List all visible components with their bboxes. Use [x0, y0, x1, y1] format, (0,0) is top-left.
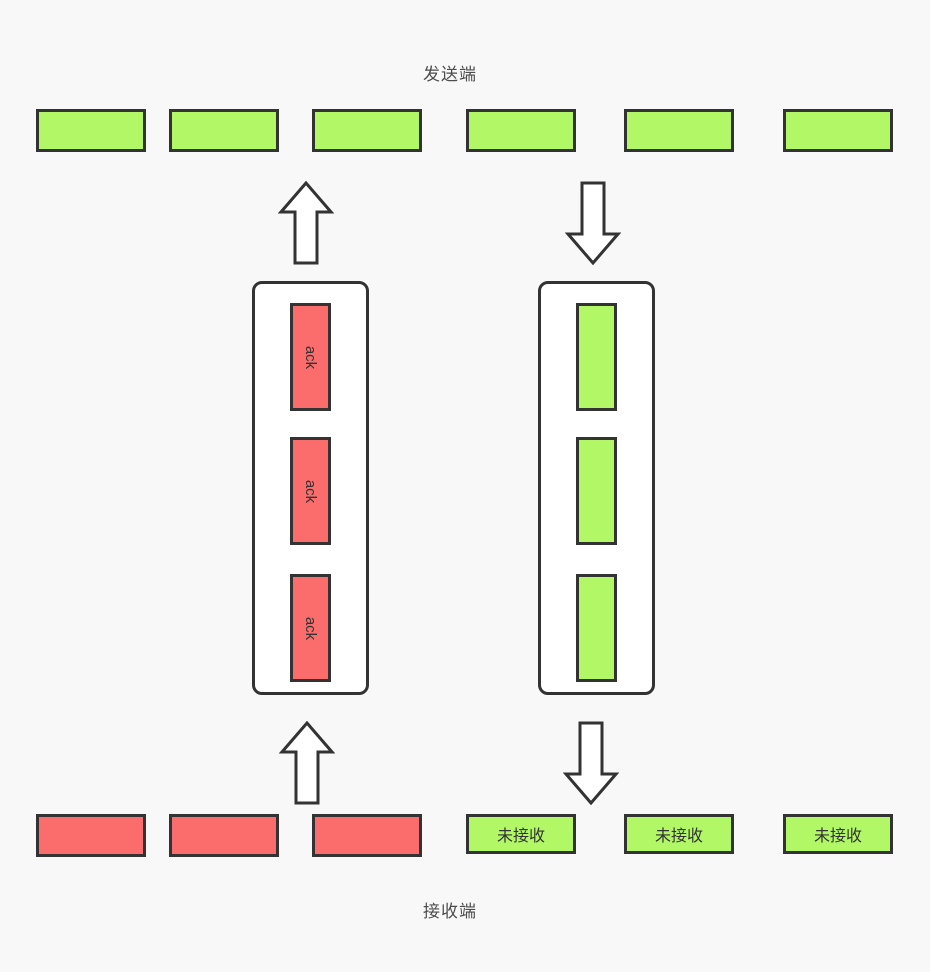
ack-packet-label: ack — [302, 616, 319, 640]
sender-packet — [783, 109, 893, 152]
up-arrow-icon — [279, 721, 335, 805]
data-packet — [576, 303, 617, 411]
received-packet — [169, 814, 279, 857]
unreceived-packet-label: 未接收 — [496, 828, 545, 845]
unreceived-packet: 未接收 — [624, 814, 734, 854]
ack-packet: ack — [290, 437, 331, 545]
down-arrow-icon — [563, 721, 619, 805]
data-channel — [538, 281, 655, 695]
unreceived-packet: 未接收 — [783, 814, 893, 854]
received-packet — [36, 814, 146, 857]
unreceived-packet-label: 未接收 — [813, 828, 862, 845]
up-arrow-icon — [278, 181, 334, 265]
unreceived-packet-label: 未接收 — [654, 828, 703, 845]
data-packet — [576, 574, 617, 682]
ack-packet-label: ack — [302, 345, 319, 369]
ack-channel: ack ack ack — [252, 281, 369, 695]
down-arrow-icon — [565, 181, 621, 265]
ack-packet-label: ack — [302, 479, 319, 503]
sender-packet — [36, 109, 146, 152]
sender-packet — [466, 109, 576, 152]
unreceived-packet: 未接收 — [466, 814, 576, 854]
sender-packet — [312, 109, 422, 152]
receiver-label: 接收端 — [423, 902, 477, 921]
sender-packet — [169, 109, 279, 152]
sender-label: 发送端 — [423, 65, 477, 84]
data-packet — [576, 437, 617, 545]
sender-packet — [624, 109, 734, 152]
received-packet — [312, 814, 422, 857]
ack-packet: ack — [290, 303, 331, 411]
ack-packet: ack — [290, 574, 331, 682]
